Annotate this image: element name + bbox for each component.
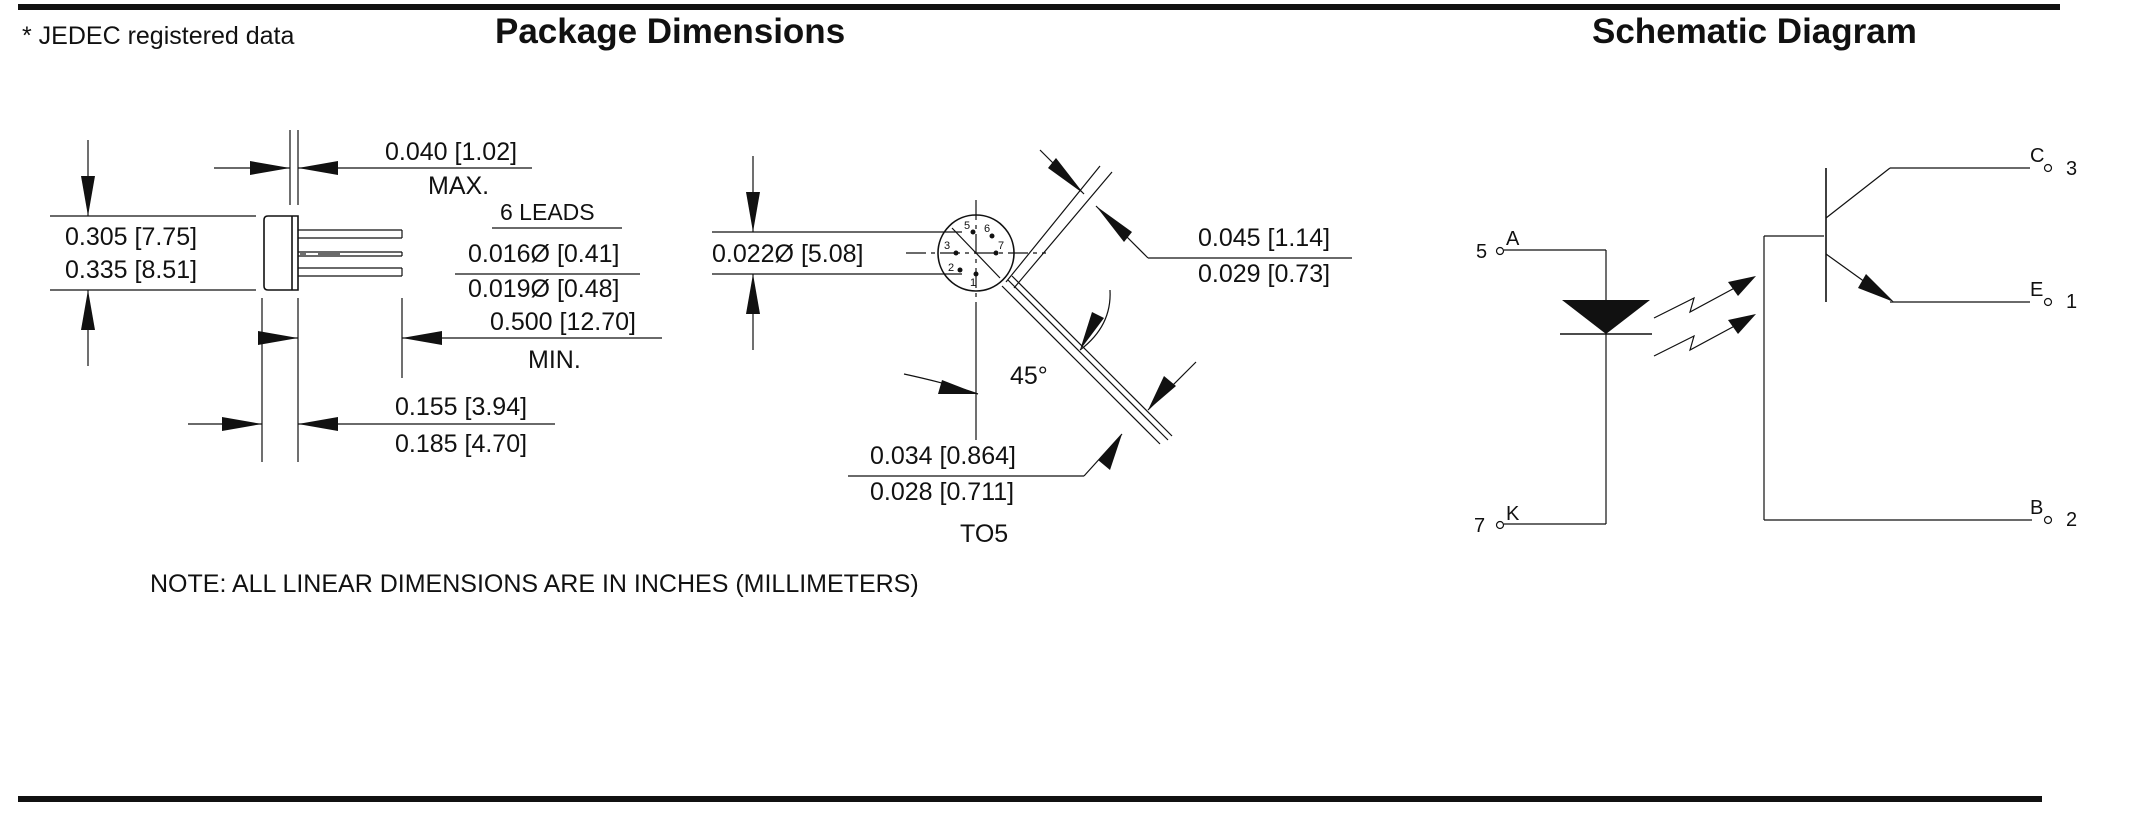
angle-label: 45° — [1010, 362, 1048, 390]
pin-number-2: 2 — [948, 262, 954, 274]
dimensions-note: NOTE: ALL LINEAR DIMENSIONS ARE IN INCHE… — [150, 570, 919, 598]
schematic-title: Schematic Diagram — [1592, 12, 1917, 51]
pin-number-6: 6 — [984, 223, 990, 235]
pin-number-3: 3 — [944, 240, 950, 252]
light-emission-arrows — [1653, 276, 1756, 357]
lead-dia-bottom: 0.019Ø [0.48] — [468, 275, 620, 303]
jedec-note: * JEDEC registered data — [22, 22, 294, 50]
led-diode-symbol — [1562, 300, 1650, 334]
collector-label: C — [2030, 145, 2044, 167]
diameter-label: 0.022Ø [5.08] — [712, 240, 864, 268]
cathode-label: K — [1506, 503, 1520, 525]
leads — [298, 229, 403, 277]
height-value-bottom: 0.335 [8.51] — [65, 256, 197, 284]
tab-width-bottom: 0.028 [0.711] — [870, 478, 1014, 506]
pin-markers — [953, 229, 999, 277]
width-max-label: MAX. — [428, 172, 489, 200]
bottom-rule — [18, 796, 2042, 802]
leads-label: 6 LEADS — [500, 199, 595, 225]
package-name: TO5 — [960, 520, 1008, 548]
lead-dia-top: 0.016Ø [0.41] — [468, 240, 620, 268]
base-label: B — [2030, 497, 2043, 519]
tab-width-top: 0.034 [0.864] — [870, 442, 1016, 470]
schematic-diagram: 5 A 7 K C 3 E 1 — [1474, 145, 2077, 537]
width-max-value: 0.040 [1.02] — [385, 138, 517, 166]
pin-number-1: 1 — [970, 277, 976, 289]
body-length-bottom: 0.185 [4.70] — [395, 430, 527, 458]
anode-pin-number: 5 — [1476, 241, 1487, 263]
collector-pin-number: 3 — [2066, 158, 2077, 180]
lead-length-label: MIN. — [528, 346, 581, 374]
body-length-top: 0.155 [3.94] — [395, 393, 527, 421]
side-view: 0.040 [1.02] MAX. 0.305 [7.75] 0.335 [8.… — [50, 130, 662, 462]
pin-number-7: 7 — [998, 240, 1004, 252]
anode-label: A — [1506, 228, 1520, 250]
tab-thickness-top: 0.045 [1.14] — [1198, 224, 1330, 252]
top-rule — [18, 4, 2060, 10]
can-body — [263, 215, 299, 291]
cathode-pin-number: 7 — [1474, 515, 1485, 537]
emitter-label: E — [2030, 279, 2043, 301]
emitter-pin-number: 1 — [2066, 291, 2077, 313]
height-value-top: 0.305 [7.75] — [65, 223, 197, 251]
tab-thickness-bottom: 0.029 [0.73] — [1198, 260, 1330, 288]
lead-length-value: 0.500 [12.70] — [490, 308, 636, 336]
package-title: Package Dimensions — [495, 12, 845, 51]
top-view: 5 6 7 3 2 1 0.022Ø [5.08] 0.045 [1.14] 0… — [712, 149, 1352, 548]
pin-number-5: 5 — [964, 220, 970, 232]
base-pin-number: 2 — [2066, 509, 2077, 531]
